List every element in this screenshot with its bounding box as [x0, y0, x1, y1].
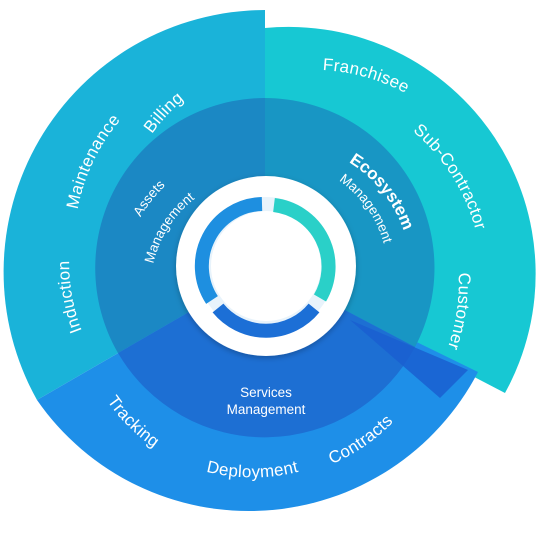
hub-center	[214, 214, 318, 318]
hub-arc-services	[212, 303, 320, 338]
hub-arc-assets	[194, 197, 263, 304]
services-title-line1: Services	[240, 385, 292, 400]
services-title-line2: Management	[227, 402, 306, 417]
hub-arc-ecosystem	[272, 198, 336, 302]
hub	[176, 176, 356, 356]
services-inner-highlight	[350, 320, 468, 398]
